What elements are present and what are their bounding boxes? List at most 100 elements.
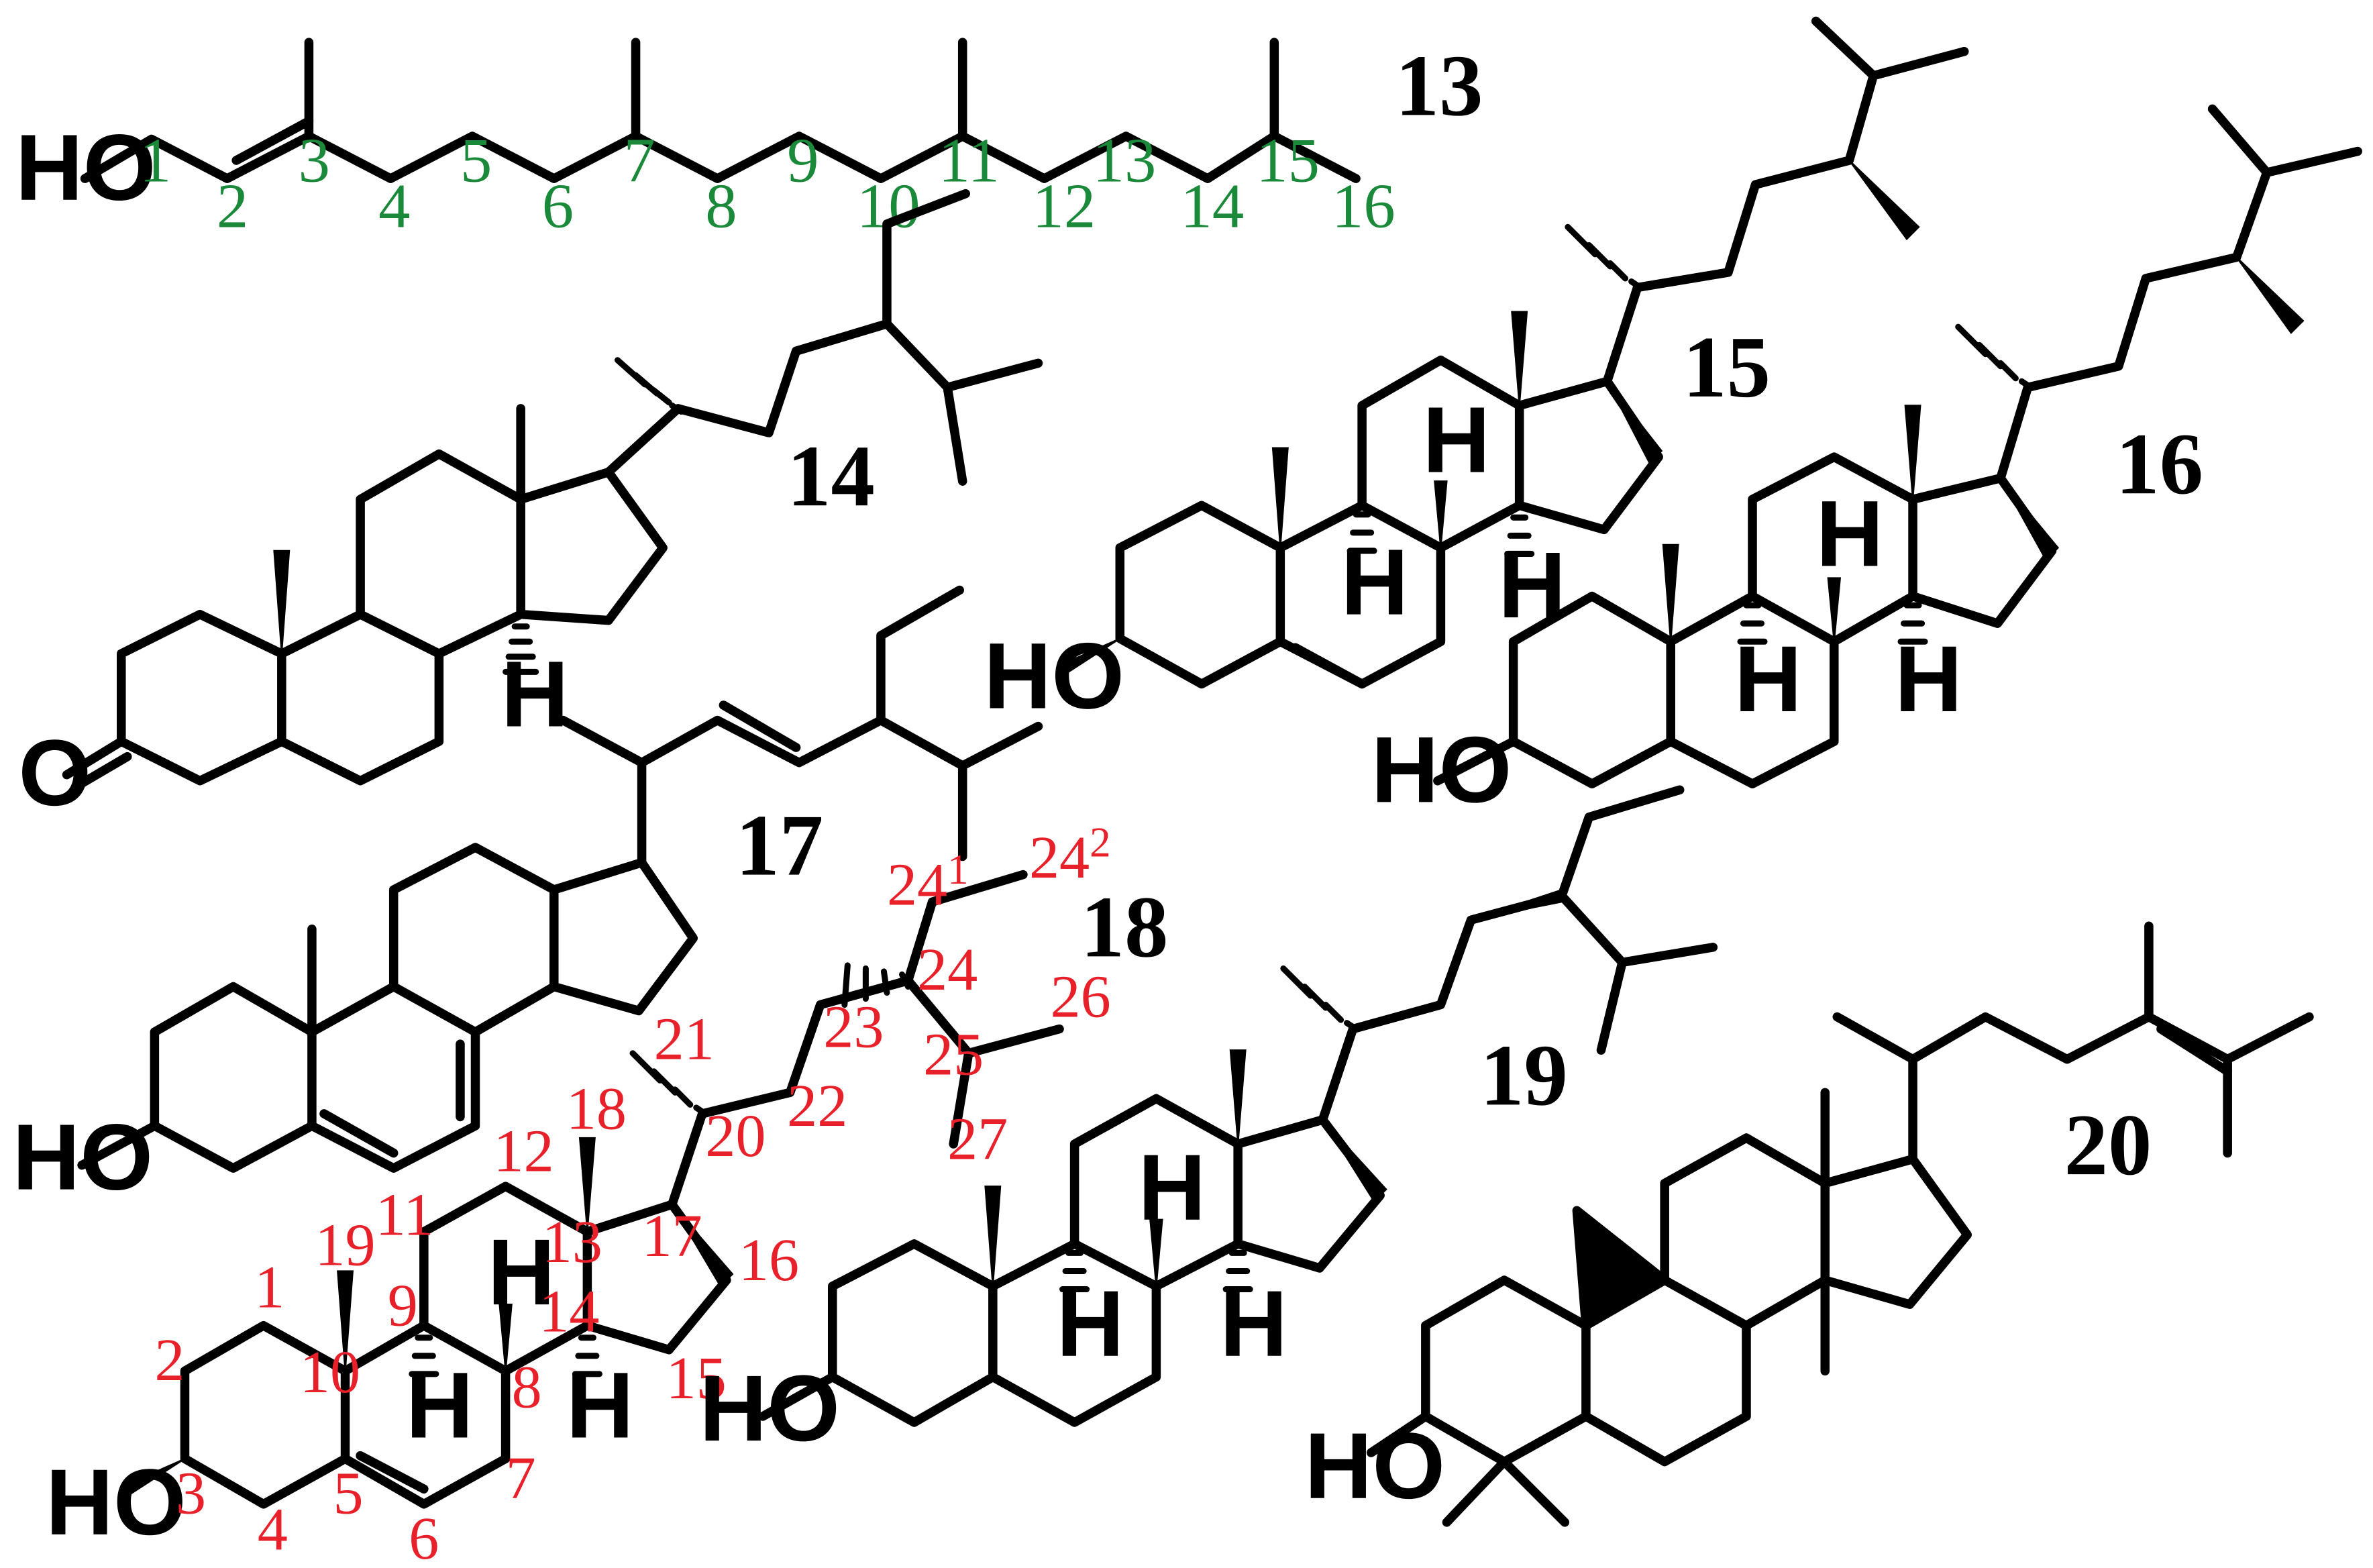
wedge-bond (1471, 888, 1563, 921)
hydroxyl-label: HO (46, 1449, 187, 1555)
atom-number-base: 24 (1029, 824, 1090, 891)
atom-number: 2 (217, 171, 248, 241)
hydroxyl-label: HO (12, 1104, 153, 1210)
atom-number-superscript: 2 (1090, 819, 1111, 866)
wedge-bond (984, 1186, 1002, 1287)
atom-number: 4 (258, 1496, 288, 1563)
hydroxyl-label: HO (699, 1355, 840, 1461)
hashed-bond-c20 (614, 357, 684, 415)
wedge-bond (122, 1458, 186, 1500)
hydroxyl-label: HO (1371, 717, 1512, 822)
atom-number: 17 (642, 1202, 702, 1269)
wedge-bond (1229, 1049, 1247, 1145)
atom-number: 2 (154, 1326, 184, 1394)
sterol-numbering: 1 2 3 4 5 6 7 8 9 10 11 12 13 14 15 16 1… (154, 819, 1111, 1568)
atom-number: 241 (887, 846, 969, 919)
hashed-bonds (1059, 965, 1359, 1293)
compound-20: HO 20 (1304, 921, 2314, 1527)
compound-number: 16 (2115, 415, 2203, 513)
atom-number: 9 (388, 1272, 418, 1339)
compound-number: 17 (735, 797, 823, 894)
atom-number: 3 (299, 126, 330, 196)
hydrogen-label: H (1816, 480, 1884, 586)
wedge-bond (1434, 480, 1448, 548)
atom-number: 7 (506, 1445, 536, 1512)
atom-number: 8 (512, 1353, 542, 1420)
hydrogen-label: H (1138, 1135, 1206, 1240)
atom-number: 15 (666, 1345, 727, 1412)
compound-16: HO H H H 16 (1371, 104, 2362, 822)
atom-number: 8 (705, 171, 737, 241)
hydrogen-label: H (1220, 1271, 1287, 1376)
atom-number: 20 (705, 1102, 766, 1169)
hydroxyl-label: HO (1304, 1413, 1445, 1518)
hydrogen-label: H (1895, 626, 1962, 731)
atom-number: 5 (333, 1459, 364, 1526)
atom-number: 14 (539, 1278, 599, 1345)
compound-15: HO H H H 15 (984, 16, 1969, 728)
atom-number: 3 (176, 1459, 206, 1526)
wedge-bond (1827, 577, 1842, 642)
atom-number-superscript: 1 (947, 846, 969, 893)
atom-number: 12 (494, 1118, 554, 1185)
phytol-numbering: 1 2 3 4 5 6 7 8 9 10 11 12 13 14 15 16 (140, 126, 1395, 242)
wedge-bond (1848, 160, 1920, 241)
compound-17: HO 17 (12, 585, 1043, 1210)
hydroxyl-label: HO (15, 115, 156, 220)
atom-number: 16 (739, 1226, 799, 1294)
atom-number: 15 (1256, 126, 1320, 196)
atom-number: 23 (823, 994, 884, 1061)
hydrogen-label: H (488, 1219, 556, 1324)
atom-number: 11 (376, 1181, 434, 1248)
atom-number: 27 (947, 1106, 1008, 1173)
atom-number: 9 (787, 126, 819, 196)
atom-number: 16 (1332, 171, 1395, 241)
hashed-bond-h14 (503, 623, 539, 675)
atom-number: 18 (566, 1075, 627, 1142)
compound-number: 13 (1395, 37, 1483, 134)
hydroxyl-label: HO (984, 623, 1124, 728)
atom-number: 25 (923, 1021, 984, 1088)
wedge-bond (273, 550, 291, 654)
atom-number: 22 (787, 1072, 847, 1139)
wedge-bond (1999, 477, 2060, 562)
compound-13: HO 1 2 3 4 5 6 7 8 9 10 11 12 13 14 15 1… (15, 37, 1483, 241)
compound-number: 20 (2064, 1096, 2152, 1194)
wedge-bond (671, 1204, 734, 1288)
atom-number: 26 (1051, 963, 1111, 1031)
hydrogen-label: H (566, 1353, 634, 1458)
atom-number-base: 24 (887, 851, 947, 919)
compound-14: H O 14 (18, 189, 1043, 825)
atom-number: 11 (939, 126, 1000, 196)
atom-number: 5 (460, 126, 492, 196)
atom-number: 12 (1032, 171, 1096, 241)
compound-19: HO H H H 19 (699, 785, 1718, 1461)
atom-number: 6 (542, 171, 574, 241)
atom-number: 24 (917, 936, 978, 1003)
hydrogen-label: H (1734, 626, 1802, 731)
atom-number: 6 (409, 1505, 439, 1565)
wedge-bond (1271, 447, 1289, 548)
hydrogen-label: H (1057, 1271, 1124, 1376)
hydrogen-label: H (1422, 387, 1490, 492)
wedge-bond (1606, 380, 1663, 465)
wedge-bond (2235, 256, 2305, 334)
compound-number: 18 (1081, 878, 1169, 976)
hydrogen-label: H (501, 641, 569, 747)
compound-18: HO H H H 1 2 3 4 5 6 7 8 9 10 11 12 13 1… (46, 819, 1169, 1568)
wedge-bond (1149, 1218, 1163, 1287)
compound-number: 14 (787, 427, 875, 525)
hydrogen-label: H (406, 1353, 474, 1458)
atom-number: 13 (542, 1208, 602, 1275)
atom-number: 4 (378, 171, 410, 241)
atom-number: 14 (1180, 171, 1244, 241)
wedge-bond (337, 1270, 354, 1371)
atom-number: 1 (254, 1254, 284, 1321)
hydrogen-label: H (1341, 529, 1409, 635)
wedge-bond (1057, 637, 1120, 680)
atom-number: 21 (654, 1006, 715, 1073)
cyclopropane-ring (1573, 1208, 1667, 1327)
wedge-bond (498, 1303, 513, 1371)
